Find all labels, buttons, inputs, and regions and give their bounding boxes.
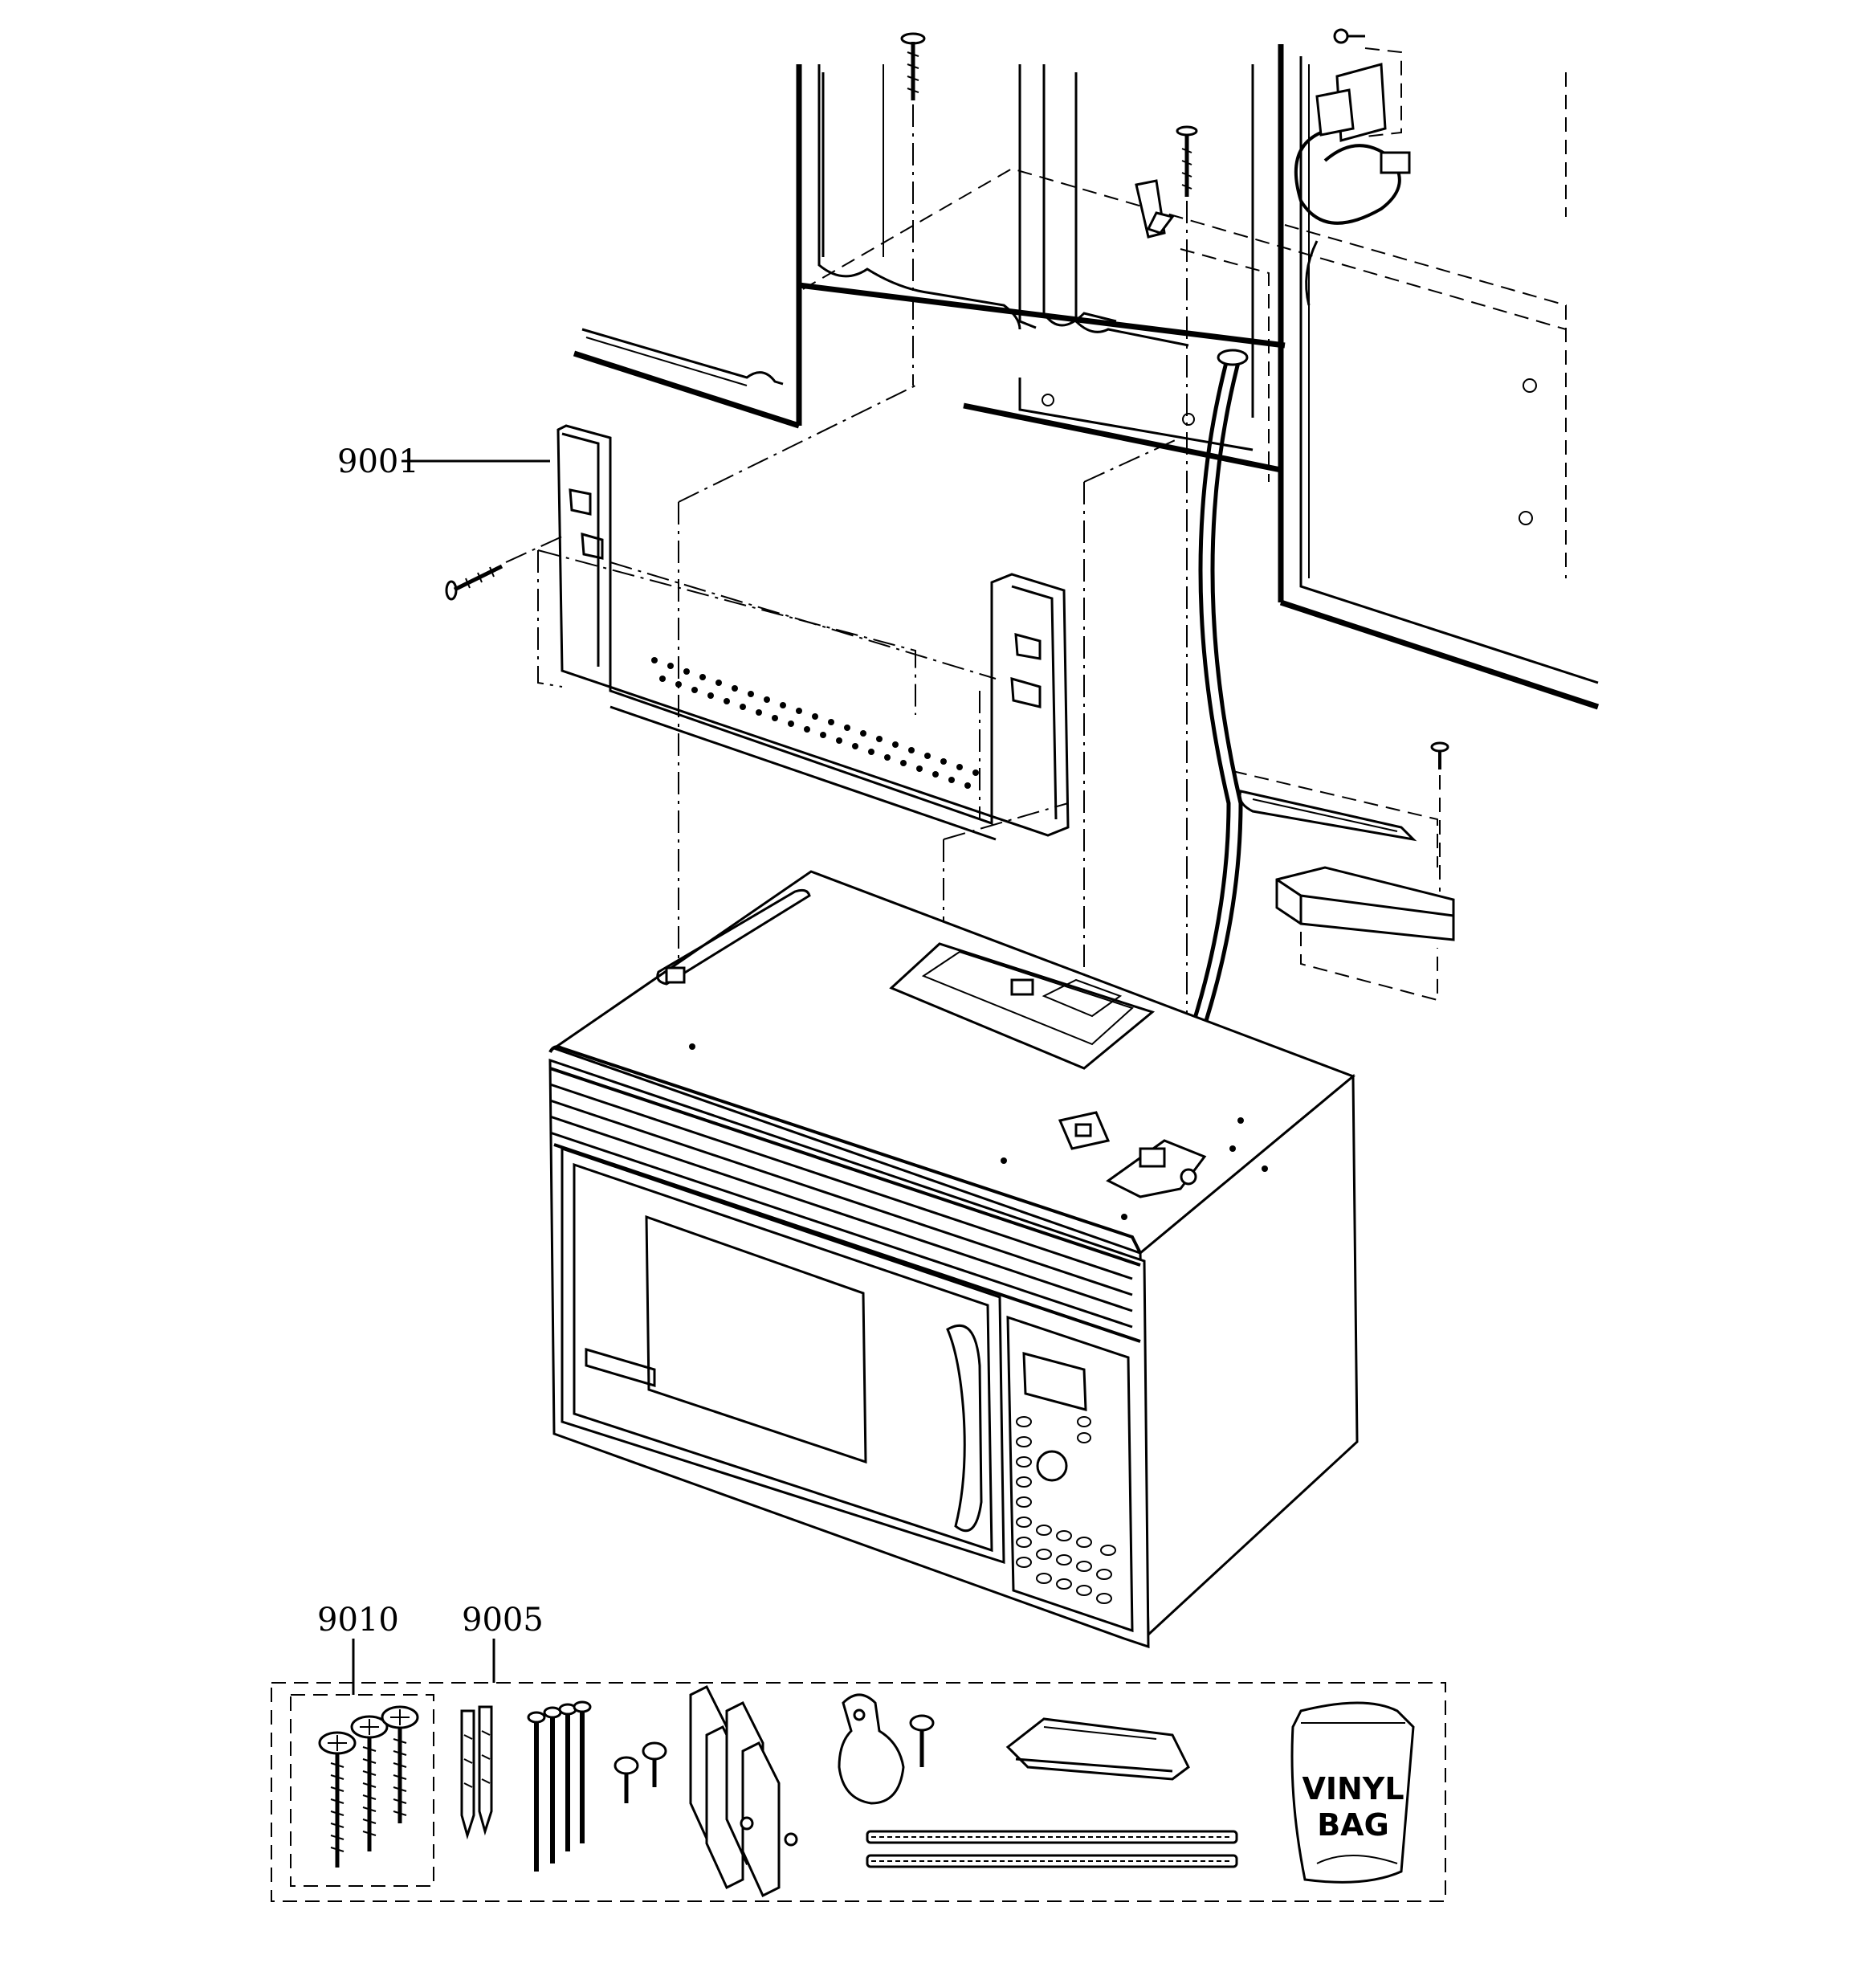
mounting-plate-holes (651, 657, 979, 789)
power-outlet-icon (1315, 28, 1402, 142)
hardware-kit-9010-box (290, 1694, 434, 1887)
wall-anchors-icon (460, 1705, 493, 1840)
callout-9010: 9010 (317, 1602, 399, 1695)
cabinet-screw-top-icon (1176, 125, 1198, 1108)
vinyl-bag-icon (1290, 1701, 1415, 1884)
toggle-bolt-icon (1135, 179, 1175, 239)
short-screws-icon (614, 1741, 667, 1803)
microwave-top-slot (656, 888, 811, 986)
clamp-screw-icon (909, 1714, 935, 1767)
damper-top-icon (1232, 770, 1438, 867)
microwave-top-vent-plate (889, 942, 1156, 1070)
upper-cabinet-right (1018, 44, 1600, 710)
damper-assembly-icon (1005, 1717, 1190, 1781)
damper-screw-icon (1430, 741, 1449, 892)
cabinet-dashed-outline (802, 72, 1567, 578)
wall-screw-left-icon (445, 536, 563, 601)
callout-label-9010: 9010 (317, 1602, 399, 1639)
damper-box-icon (1275, 866, 1455, 1002)
upper-cabinet-left (573, 64, 1286, 473)
plate-guide-lines (537, 385, 1181, 1076)
microwave-control-panel (1006, 1315, 1134, 1633)
vinyl-bag-label-line1: VINYL (1302, 1771, 1404, 1806)
wall-screw-top-icon (900, 32, 926, 386)
wood-screws-icon (527, 1700, 592, 1872)
power-cord-icon (1294, 131, 1411, 306)
hardware-kit-box (271, 1682, 1446, 1902)
microwave-vent-grille (548, 1045, 1142, 1343)
microwave-door (561, 1146, 1005, 1565)
callout-label-9005: 9005 (462, 1602, 544, 1639)
mounting-tabs-icon (689, 1684, 798, 1898)
microwave-top-holes (689, 1043, 1268, 1220)
foam-strip-icon (866, 1830, 1238, 1868)
mounting-plate (556, 424, 1070, 841)
toggle-bolts-9010-icon (318, 1705, 419, 1868)
cord-clamp-icon (838, 1693, 905, 1805)
vinyl-bag-label-line2: BAG (1317, 1807, 1389, 1843)
microwave-cord-entry (1058, 1111, 1207, 1198)
callout-9005: 9005 (462, 1602, 544, 1683)
callout-9001: 9001 (337, 443, 550, 480)
